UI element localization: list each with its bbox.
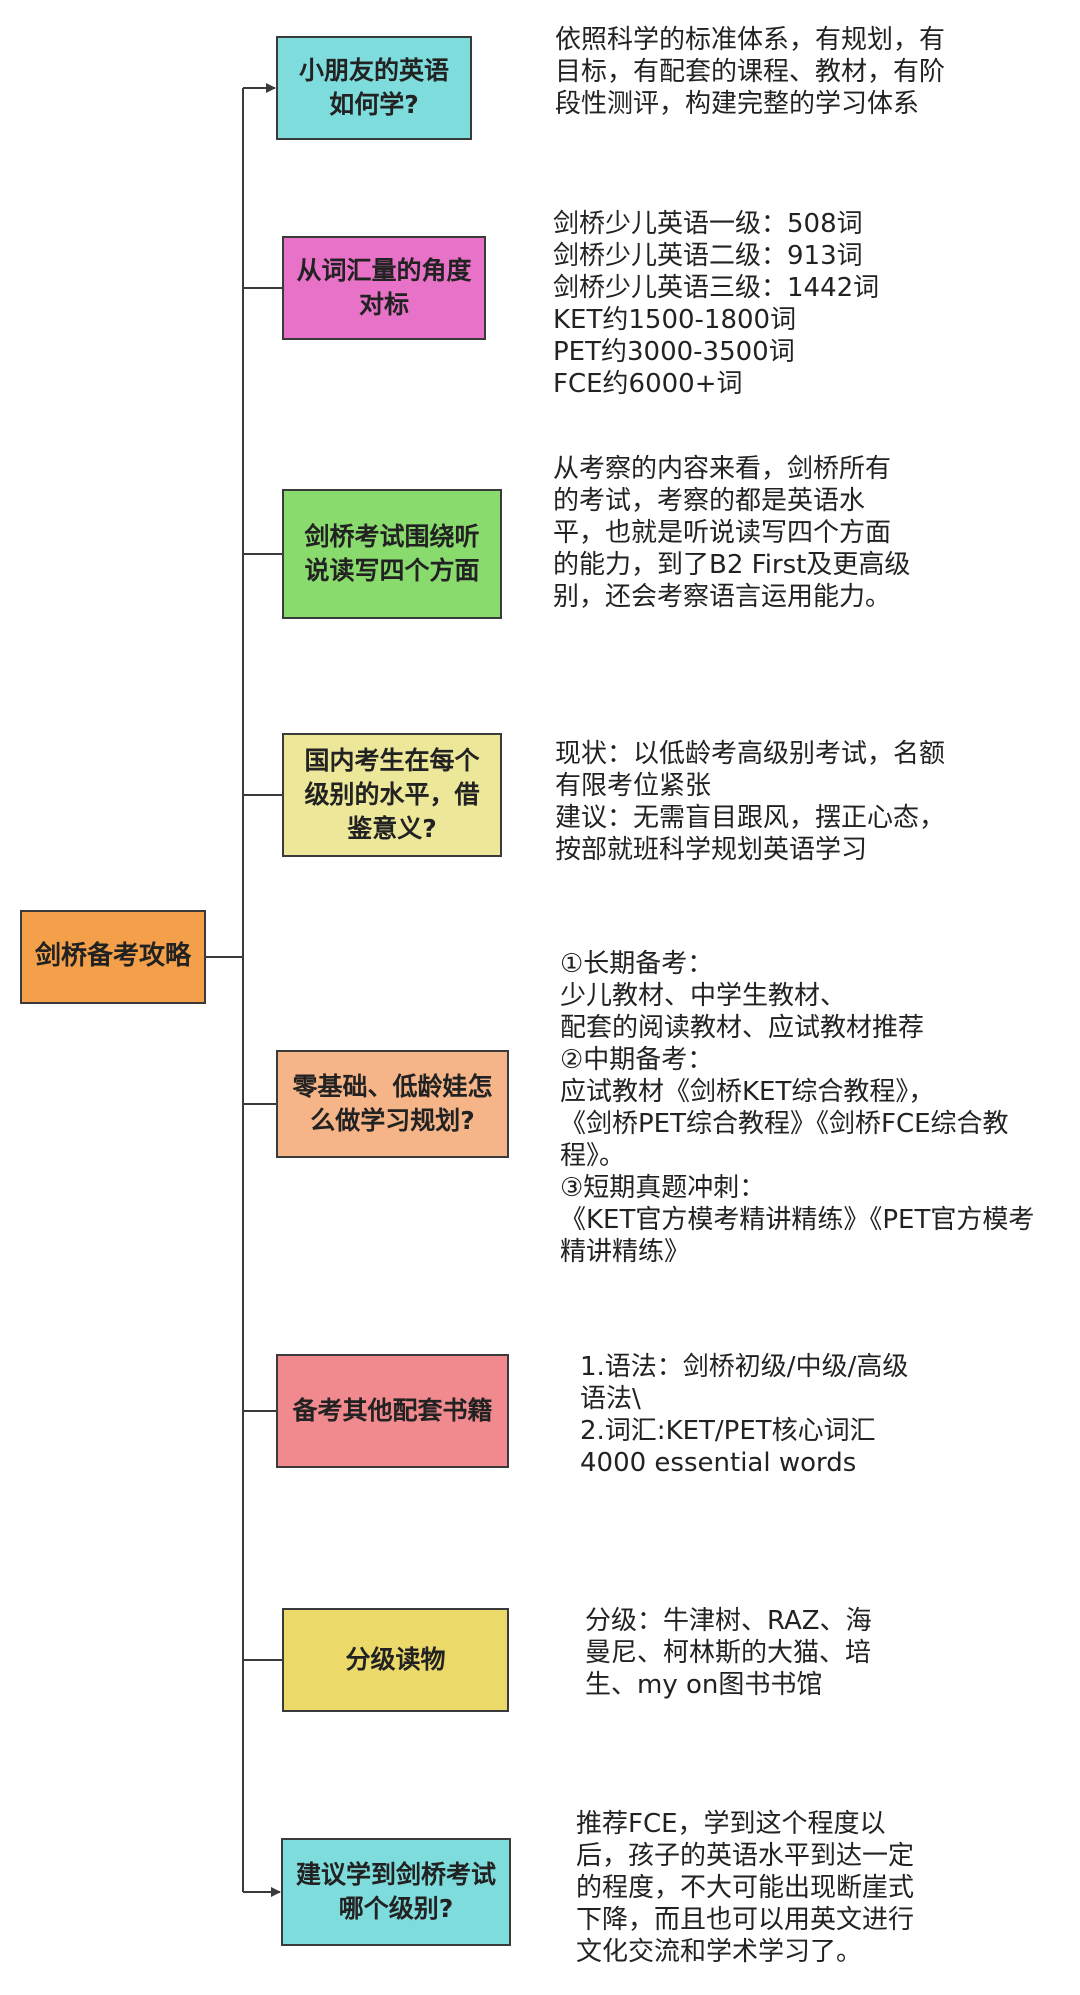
topic-description-graded-readers: 分级：牛津树、RAZ、海 曼尼、柯林斯的大猫、培 生、my on图书书馆 — [585, 1606, 872, 1700]
topic-description-supporting-books: 1.语法：剑桥初级/中级/高级 语法\ 2.词汇:KET/PET核心词汇 400… — [580, 1352, 909, 1478]
topic-description-how-kids-learn-english: 依照科学的标准体系，有规划，有 目标，有配套的课程、教材，有阶 段性测评，构建完… — [555, 25, 946, 119]
topic-node-vocabulary-benchmark: 从词汇量的角度 对标 — [282, 236, 486, 340]
topic-node-how-kids-learn-english: 小朋友的英语 如何学? — [276, 36, 472, 140]
topic-node-recommended-level: 建议学到剑桥考试 哪个级别? — [281, 1838, 511, 1946]
topic-description-study-planning: ①长期备考： 少儿教材、中学生教材、 配套的阅读教材、应试教材推荐 ②中期备考：… — [560, 949, 1035, 1267]
topic-description-domestic-candidate-levels: 现状：以低龄考高级别考试，名额 有限考位紧张 建议：无需盲目跟风，摆正心态， 按… — [555, 739, 946, 865]
topic-description-recommended-level: 推荐FCE，学到这个程度以 后，孩子的英语水平到达一定 的程度，不大可能出现断崖… — [576, 1809, 915, 1967]
topic-description-four-skills: 从考察的内容来看，剑桥所有 的考试，考察的都是英语水 平，也就是听说读写四个方面… — [553, 454, 911, 612]
topic-node-study-planning: 零基础、低龄娃怎 么做学习规划? — [276, 1050, 509, 1158]
topic-node-supporting-books: 备考其他配套书籍 — [276, 1354, 509, 1468]
topic-node-four-skills: 剑桥考试围绕听 说读写四个方面 — [282, 489, 502, 619]
topic-node-graded-readers: 分级读物 — [282, 1608, 509, 1712]
topic-description-vocabulary-benchmark: 剑桥少儿英语一级：508词 剑桥少儿英语二级：913词 剑桥少儿英语三级：144… — [553, 209, 880, 399]
root-node-cambridge-prep-guide: 剑桥备考攻略 — [20, 910, 206, 1004]
topic-node-domestic-candidate-levels: 国内考生在每个 级别的水平，借 鉴意义? — [282, 733, 502, 857]
